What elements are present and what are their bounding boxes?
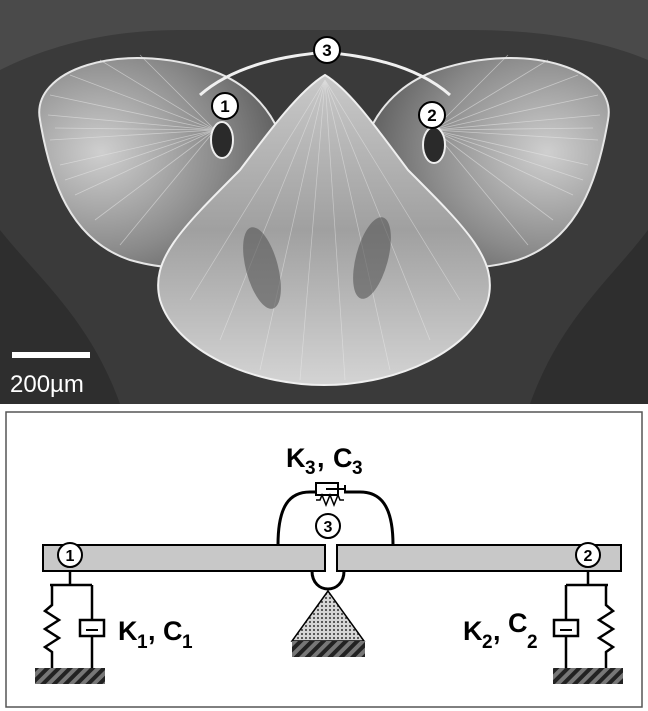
svg-text:2: 2 xyxy=(584,548,593,565)
mechanical-model-diagram: K 3 , C 3 3 xyxy=(6,412,642,707)
sem-micrograph: 1 2 3 200µm xyxy=(0,0,648,404)
svg-text:1: 1 xyxy=(66,548,75,565)
svg-text:2: 2 xyxy=(482,632,493,653)
ground-2 xyxy=(553,668,623,684)
left-pit xyxy=(211,122,233,158)
right-pit xyxy=(423,127,445,163)
svg-text:,: , xyxy=(148,616,156,646)
photo-marker-2: 2 xyxy=(419,102,445,128)
joint-marker-1: 1 xyxy=(58,543,82,567)
scale-bar xyxy=(12,352,90,358)
svg-text:K: K xyxy=(118,616,138,646)
svg-text:C: C xyxy=(508,608,528,638)
svg-text:3: 3 xyxy=(324,519,333,536)
svg-text:3: 3 xyxy=(305,458,316,479)
svg-text:,: , xyxy=(317,443,325,473)
svg-text:,: , xyxy=(493,616,501,646)
beam-left xyxy=(43,545,325,571)
joint-marker-3: 3 xyxy=(316,514,340,538)
svg-text:1: 1 xyxy=(137,632,148,653)
svg-text:K: K xyxy=(463,616,483,646)
photo-marker-3: 3 xyxy=(314,37,340,63)
svg-text:K: K xyxy=(286,443,306,473)
scale-bar-label: 200µm xyxy=(10,371,84,398)
svg-text:1: 1 xyxy=(220,97,229,116)
ground-1 xyxy=(35,668,105,684)
svg-text:C: C xyxy=(163,616,183,646)
svg-text:C: C xyxy=(333,443,353,473)
svg-text:3: 3 xyxy=(322,41,331,60)
joint-marker-2: 2 xyxy=(576,543,600,567)
pivot-ground xyxy=(292,641,365,657)
svg-text:1: 1 xyxy=(182,632,193,653)
svg-text:2: 2 xyxy=(427,106,436,125)
photo-marker-1: 1 xyxy=(212,93,238,119)
svg-text:2: 2 xyxy=(527,632,538,653)
svg-text:3: 3 xyxy=(352,458,363,479)
